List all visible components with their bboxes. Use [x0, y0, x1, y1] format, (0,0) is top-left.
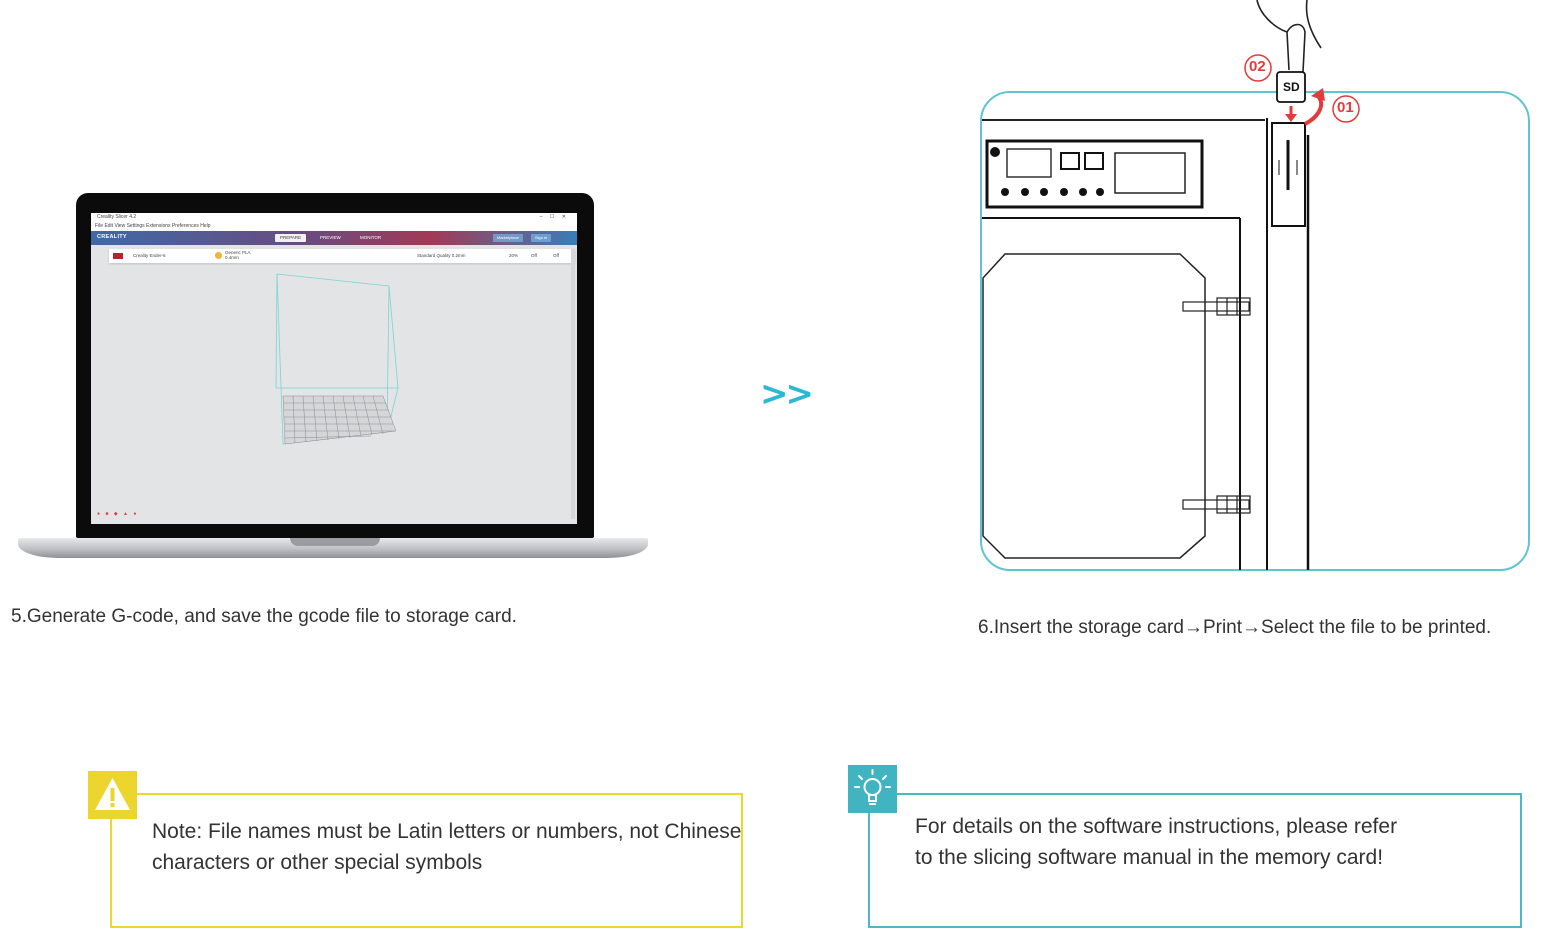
- support-value: Off: [531, 253, 537, 258]
- sign-in-button: Sign in: [531, 234, 552, 242]
- scrollbar: [571, 249, 575, 519]
- slicer-header: CREALITY PREPARE PREVIEW MONITOR Marketp…: [91, 231, 577, 245]
- warning-text-line2: characters or other special symbols: [152, 851, 483, 874]
- menu-items: File Edit View Settings Extensions Prefe…: [95, 223, 211, 229]
- tab-monitor: MONITOR: [360, 235, 382, 240]
- window-title-bar: Creality Slicer 4.2 – ☐ ✕: [91, 213, 577, 222]
- tab-prepare: PREPARE: [275, 234, 307, 242]
- laptop-base: [18, 538, 648, 558]
- printer-icon: [113, 253, 123, 259]
- slicer-logo: CREALITY: [97, 234, 127, 240]
- quality-profile: Standard Quality 0.2mm: [417, 253, 466, 258]
- lightbulb-icon: [854, 769, 891, 805]
- menu-bar: File Edit View Settings Extensions Prefe…: [91, 222, 577, 231]
- printer-illustration: [982, 0, 1360, 570]
- warning-note-box: [110, 793, 743, 928]
- sd-card-label: SD: [1283, 80, 1300, 94]
- warning-triangle-icon: [95, 778, 130, 810]
- build-volume: [275, 273, 399, 445]
- step-marker-01: 01: [1337, 99, 1354, 116]
- info-text-line1: For details on the software instructions…: [915, 815, 1398, 838]
- nozzle-size: 0.4mm: [225, 255, 239, 260]
- infill-value: 20%: [509, 253, 519, 258]
- info-note-box: [868, 793, 1522, 928]
- slicer-screenshot: Creality Slicer 4.2 – ☐ ✕ File Edit View…: [91, 213, 577, 524]
- slicer-settings-bar: Creality Ender-6 Generic PLA 0.4mm Stand…: [109, 249, 575, 263]
- info-badge: [848, 765, 897, 813]
- next-step-arrow: >>: [760, 374, 814, 414]
- step6-caption: 6.Insert the storage card→Print→Select t…: [978, 617, 1492, 638]
- material-name: Generic PLA: [225, 250, 251, 255]
- bottom-icons: ● ■ ◆ ▲ ●: [97, 511, 139, 517]
- printer-frame: [980, 91, 1530, 571]
- warning-text-line1: Note: File names must be Latin letters o…: [152, 820, 742, 843]
- tab-preview: PREVIEW: [320, 235, 341, 240]
- step5-caption: 5.Generate G-code, and save the gcode fi…: [11, 606, 517, 627]
- adhesion-value: Off: [553, 253, 559, 258]
- window-controls: – ☐ ✕: [539, 214, 569, 220]
- marketplace-button: Marketplace: [493, 234, 523, 242]
- laptop-notch: [290, 538, 380, 546]
- warning-badge: [88, 771, 137, 819]
- printer-name: Creality Ender-6: [133, 253, 166, 258]
- step-marker-02: 02: [1249, 58, 1266, 75]
- window-title: Creality Slicer 4.2: [97, 214, 137, 220]
- material-icon: [215, 252, 222, 259]
- info-text-line2: to the slicing software manual in the me…: [915, 846, 1384, 869]
